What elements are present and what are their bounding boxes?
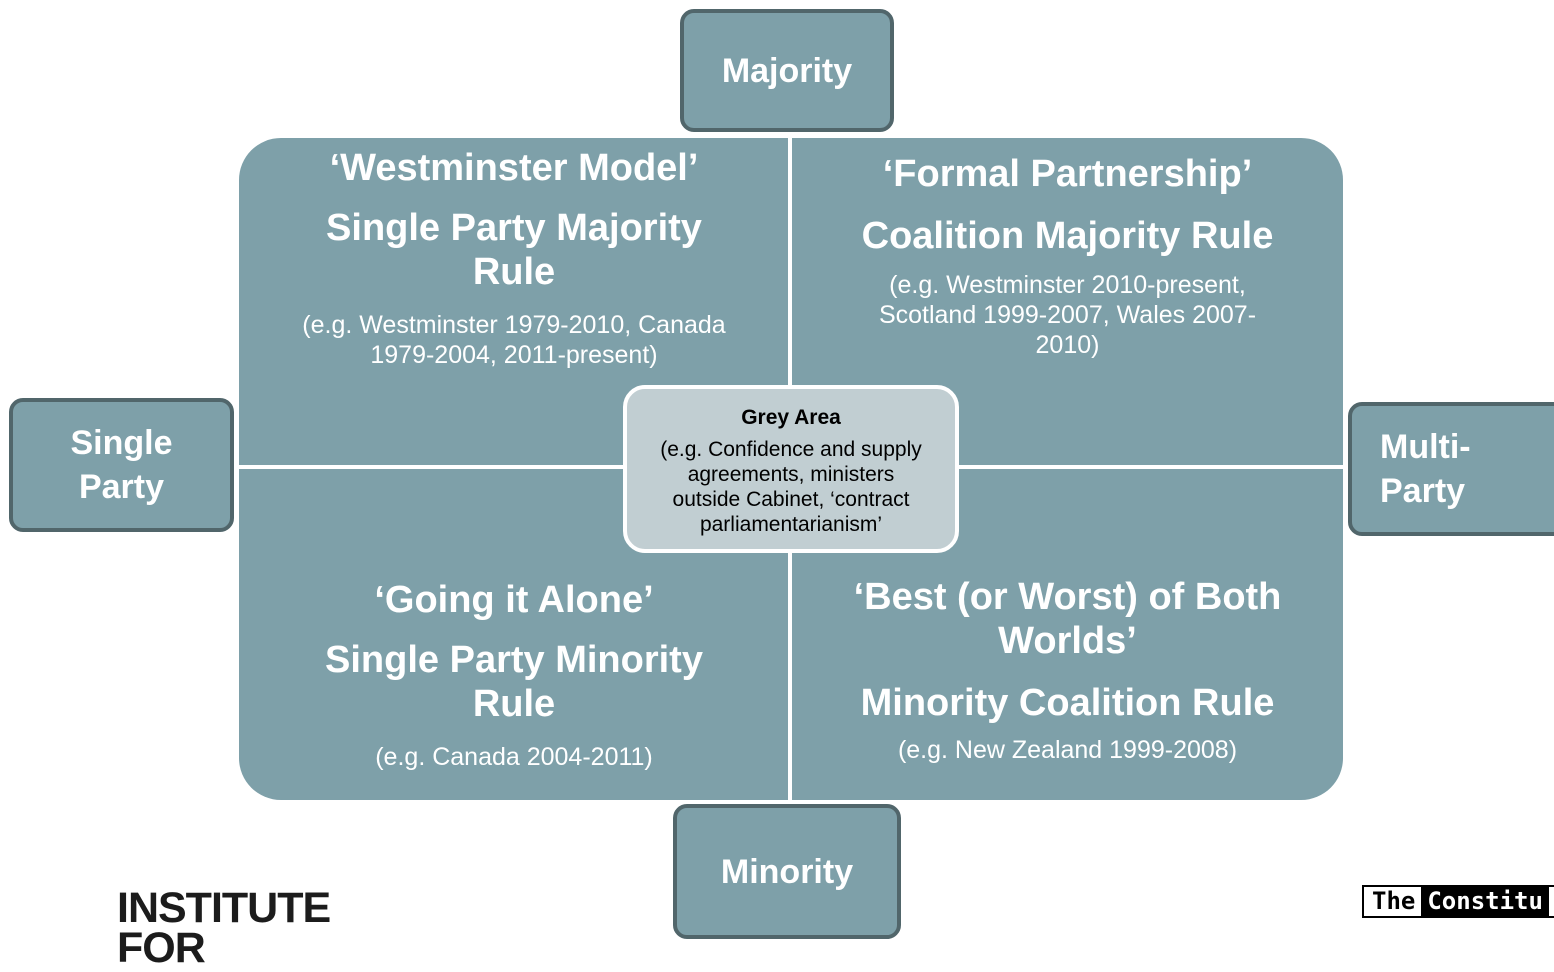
quadrant-examples: (e.g. Westminster 2010-present, Scotland… <box>879 270 1256 360</box>
grey-area-title: Grey Area <box>741 406 841 429</box>
grey-area-example-line: outside Cabinet, ‘contract <box>672 488 910 511</box>
axis-label-multi-party: Multi- Party <box>1348 402 1554 536</box>
quadrant-examples: (e.g. Canada 2004-2011) <box>375 742 653 772</box>
axis-label-single-party: Single Party <box>9 398 234 532</box>
institute-logo-line2: FOR <box>117 924 206 972</box>
quadrant-title: Single Party Majority Rule <box>326 206 702 294</box>
axis-label-line: Party <box>1380 472 1466 510</box>
axis-label-text: Minority <box>720 852 854 891</box>
axis-label-line: Party <box>78 468 165 506</box>
constitution-unit-badge: The Constitu <box>1362 885 1554 918</box>
grey-area-box: Grey Area (e.g. Confidence and supply ag… <box>623 385 959 553</box>
quadrant-example-line: Scotland 1999-2007, Wales 2007- <box>878 301 1257 329</box>
quadrant-title-line: Single Party Majority <box>326 207 702 249</box>
quadrant-examples: (e.g. New Zealand 1999-2008) <box>898 735 1237 765</box>
quadrant-example-line: (e.g. Westminster 1979-2010, Canada <box>302 311 726 339</box>
quadrant-nickname: ‘Best (or Worst) of Both Worlds’ <box>854 575 1282 663</box>
quadrant-title: Single Party Minority Rule <box>325 638 703 726</box>
institute-logo-line1: INSTITUTE <box>117 884 331 932</box>
grey-area-examples: (e.g. Confidence and supply agreements, … <box>636 437 946 537</box>
quadrant-bottom-right: ‘Best (or Worst) of Both Worlds’ Minorit… <box>800 575 1335 765</box>
quadrant-title: Minority Coalition Rule <box>861 681 1275 725</box>
axis-label-majority: Majority <box>680 9 894 132</box>
grey-area-example-line: agreements, ministers <box>687 463 895 486</box>
badge-right-text: Constitu <box>1421 887 1549 916</box>
quadrant-nickname-line: Worlds’ <box>998 620 1137 662</box>
quadrant-title-line: Rule <box>472 683 556 725</box>
quadrant-nickname-line: ‘Best (or Worst) of Both <box>853 576 1282 618</box>
quadrant-top-left: ‘Westminster Model’ Single Party Majorit… <box>250 146 778 370</box>
quadrant-title-line: Single Party Minority <box>325 639 703 681</box>
quadrant-nickname: ‘Westminster Model’ <box>329 147 699 189</box>
quadrant-bottom-left: ‘Going it Alone’ Single Party Minority R… <box>250 578 778 772</box>
quadrant-examples: (e.g. Westminster 1979-2010, Canada 1979… <box>302 310 725 370</box>
axis-label-line: Single <box>70 424 173 462</box>
axis-label-line: Multi- <box>1380 428 1471 466</box>
quadrant-nickname: ‘Going it Alone’ <box>374 579 654 621</box>
quadrant-title: Coalition Majority Rule <box>862 214 1274 258</box>
quadrant-title-line: Coalition Majority Rule <box>861 215 1274 257</box>
quadrant-example-line: (e.g. Canada 2004-2011) <box>375 743 653 771</box>
quadrant-example-line: 2010) <box>1035 331 1100 359</box>
axis-label-text: Majority <box>721 51 853 90</box>
quadrant-example-line: (e.g. New Zealand 1999-2008) <box>897 736 1238 764</box>
grey-area-example-line: parliamentarianism’ <box>699 513 883 536</box>
quadrant-title-line: Minority Coalition Rule <box>860 682 1275 724</box>
axis-label-minority: Minority <box>673 804 901 939</box>
quadrant-top-right: ‘Formal Partnership’ Coalition Majority … <box>800 152 1335 360</box>
grey-area-example-line: (e.g. Confidence and supply <box>660 438 922 461</box>
quadrant-title-line: Rule <box>472 251 556 293</box>
quadrant-nickname: ‘Formal Partnership’ <box>882 153 1253 195</box>
quadrant-example-line: (e.g. Westminster 2010-present, <box>889 271 1246 299</box>
badge-left-text: The <box>1364 887 1422 916</box>
quadrant-example-line: 1979-2004, 2011-present) <box>370 341 658 369</box>
